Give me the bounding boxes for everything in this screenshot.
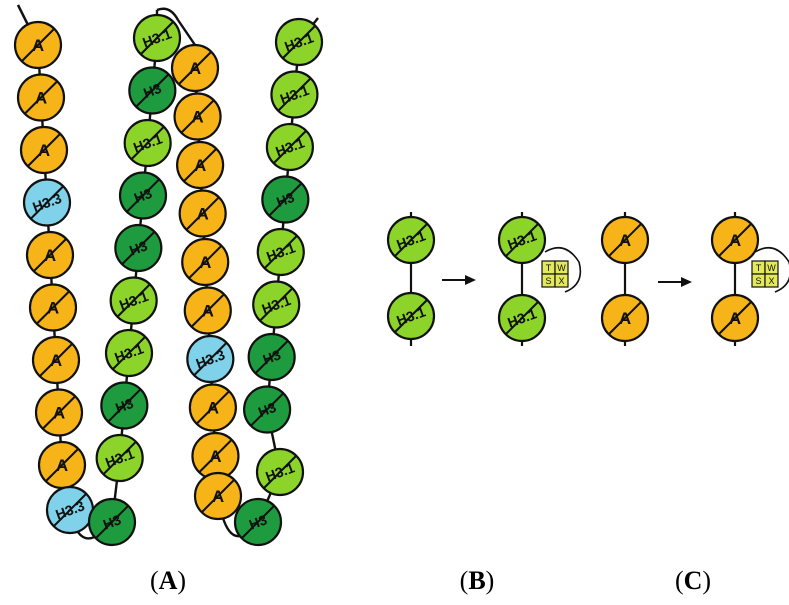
complex-letter: X	[558, 276, 564, 286]
nucleosome-a: A	[191, 431, 240, 481]
bead-label: A	[729, 309, 741, 328]
nucleosome-a: A	[170, 43, 220, 93]
nucleosome-h3: H3	[233, 497, 283, 547]
nucleosome-h3-1: H3.1	[386, 215, 436, 265]
nucleosome-a: A	[710, 215, 760, 265]
bead-label: A	[35, 89, 47, 108]
nucleosome-h3: H3	[87, 497, 137, 547]
bead-label: H3	[132, 185, 154, 206]
nucleosome-a: A	[600, 293, 650, 343]
bead-label: A	[209, 447, 221, 466]
nucleosome-a: A	[178, 189, 227, 238]
bead-label: A	[32, 36, 44, 55]
nucleosome-h3-1: H3.1	[386, 291, 436, 341]
nucleosome-h3: H3	[118, 171, 168, 220]
bead-label: A	[50, 351, 62, 370]
arrow-icon	[442, 275, 476, 285]
bead-label: H3	[256, 399, 278, 420]
nucleosome-a: A	[176, 140, 225, 190]
arrow-icon	[658, 277, 692, 287]
bead-label: A	[199, 253, 211, 272]
bead-label: A	[189, 59, 201, 78]
nucleosome-a: A	[25, 230, 75, 280]
nucleosome-h3-3: H3.3	[186, 334, 235, 384]
bead-label: A	[202, 302, 214, 321]
panel-label-c: (C)	[674, 566, 712, 595]
complex-letter: S	[545, 276, 551, 286]
bead-label: A	[729, 231, 741, 250]
bead-label: H3	[113, 395, 135, 416]
complex-letter: W	[557, 263, 566, 273]
bead-label: A	[44, 246, 56, 265]
bead-label: A	[191, 108, 203, 127]
nucleosome-h3-1: H3.1	[274, 17, 324, 67]
bead-label: A	[619, 231, 631, 250]
bead-label: A	[56, 456, 68, 475]
nucleosome-h3-1: H3.1	[109, 276, 158, 325]
panel-label-b: (B)	[459, 566, 495, 595]
nucleosome-h3-1: H3.1	[123, 118, 172, 168]
bead-label: H3	[127, 237, 149, 258]
nucleosome-a: A	[173, 92, 222, 141]
complex-letter: T	[756, 263, 762, 273]
nucleosome-a: A	[181, 237, 230, 287]
nucleosome-a: A	[188, 383, 237, 432]
bead-label: H3	[247, 511, 269, 532]
bead-label: A	[194, 156, 206, 175]
nucleosome-h3-1: H3.1	[95, 433, 144, 483]
nucleosome-a: A	[16, 73, 66, 122]
bead-label: H3	[141, 80, 163, 101]
nucleosome-a: A	[13, 20, 63, 70]
complex-letter: X	[768, 276, 774, 286]
nucleosome-a: A	[37, 440, 87, 490]
nucleosome-a: A	[31, 335, 81, 385]
bead-label: H3	[101, 511, 123, 532]
bead-label: A	[207, 399, 219, 418]
nucleosome-h3: H3	[128, 66, 177, 115]
bead-label: H3	[261, 346, 283, 367]
nucleosome-a: A	[600, 215, 650, 265]
panel-label-a: (A)	[149, 566, 187, 595]
nucleosome-h3: H3	[114, 223, 163, 273]
bead-label: A	[38, 141, 50, 160]
nucleosome-h3-1: H3.1	[252, 280, 301, 329]
nucleosome-h3-3: H3.3	[45, 485, 95, 535]
nucleosome-h3: H3	[243, 385, 292, 434]
nucleosome-h3-1: H3.1	[270, 70, 319, 119]
nucleosome-h3-1: H3.1	[265, 122, 314, 172]
nucleosome-h3-1: H3.1	[497, 293, 547, 343]
nucleosome-h3: H3	[100, 381, 149, 430]
nucleosome-a: A	[193, 471, 243, 521]
bead-label: A	[197, 205, 209, 224]
nucleosome-h3-1: H3.1	[256, 227, 305, 277]
bead-label: A	[619, 309, 631, 328]
panel-a-chromatin-fiber: AAAH3.3AAAAAH3.3H3.1H3H3.1H3H3H3.1H3.1H3…	[13, 4, 324, 547]
linker-turn	[156, 7, 180, 21]
nucleosome-h3-1: H3.1	[132, 13, 182, 63]
nucleosome-h3-3: H3.3	[22, 178, 72, 227]
nucleosome-diagram: AAAH3.3AAAAAH3.3H3.1H3H3.1H3H3H3.1H3.1H3…	[13, 4, 789, 547]
bead-label: A	[47, 299, 59, 318]
bead-label: A	[212, 487, 224, 506]
nucleosome-a: A	[28, 283, 78, 332]
nucleosome-h3-1: H3.1	[104, 328, 154, 378]
nucleosome-h3: H3	[247, 332, 296, 382]
nucleosome-a: A	[710, 293, 760, 343]
complex-letter: W	[767, 263, 776, 273]
nucleosome-h3: H3	[261, 175, 310, 224]
nucleosome-h3-1: H3.1	[497, 215, 547, 265]
bead-label: A	[53, 404, 65, 423]
nucleosome-a: A	[183, 286, 232, 335]
complex-letter: S	[755, 276, 761, 286]
nucleosome-a: A	[34, 388, 84, 437]
nucleosome-h3-1: H3.1	[255, 447, 305, 497]
nucleosome-a: A	[19, 125, 69, 175]
bead-label: H3	[274, 189, 296, 210]
complex-letter: T	[546, 263, 552, 273]
